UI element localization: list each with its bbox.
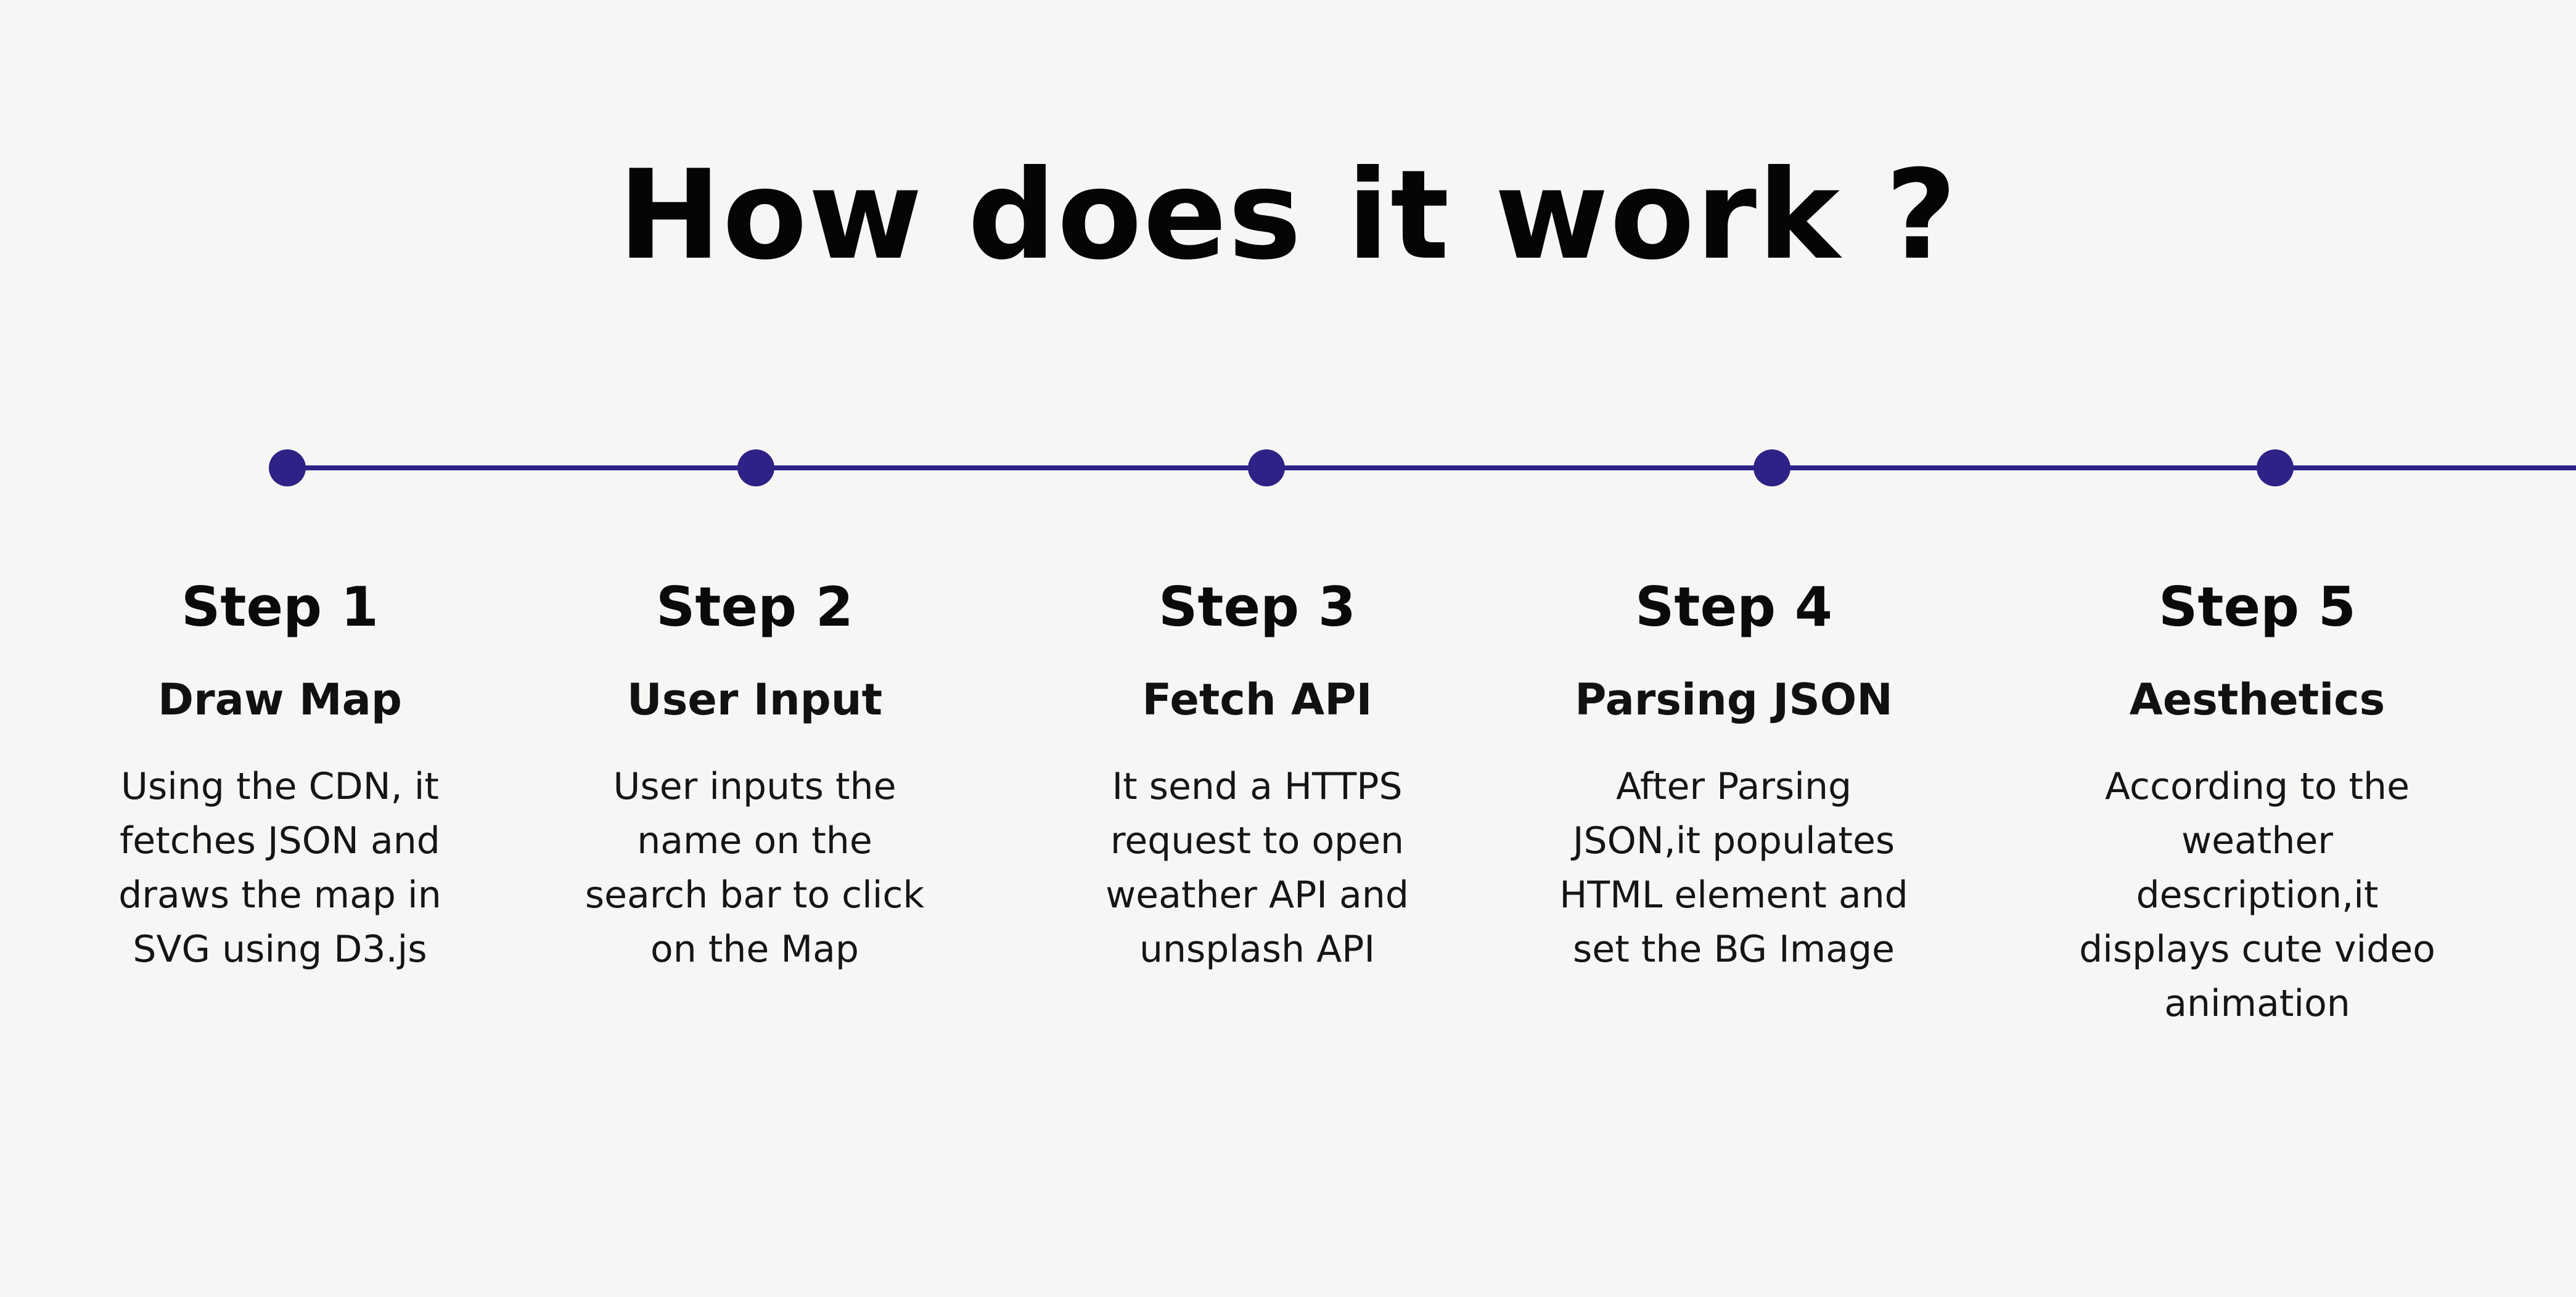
- step-number: Step 1: [181, 575, 379, 639]
- step-description: User inputs the name on the search bar t…: [585, 765, 925, 971]
- timeline-dot-step-3: [1248, 449, 1285, 486]
- timeline-dot-step-1: [269, 449, 306, 486]
- timeline-dot-step-2: [737, 449, 774, 486]
- step-description: Using the CDN, it fetches JSON and draws…: [118, 765, 441, 971]
- timeline-dot-step-4: [1754, 449, 1790, 486]
- step-number: Step 3: [1159, 575, 1356, 639]
- step-1: Step 1 Draw Map Using the CDN, it fetche…: [76, 573, 483, 976]
- step-title: User Input: [626, 674, 883, 725]
- step-2: Step 2 User Input User inputs the name o…: [551, 573, 958, 976]
- page-title: How does it work ?: [618, 144, 1958, 287]
- step-title: Fetch API: [1142, 674, 1372, 725]
- step-3: Step 3 Fetch API It send a HTTPS request…: [1054, 573, 1461, 976]
- step-description: It send a HTTPS request to open weather …: [1105, 765, 1409, 971]
- step-number: Step 5: [2159, 575, 2356, 639]
- step-description: After Parsing JSON,it populates HTML ele…: [1559, 765, 1908, 971]
- step-description: According to the weather description,it …: [2079, 765, 2435, 1025]
- step-title: Parsing JSON: [1575, 674, 1893, 725]
- step-5: Step 5 Aesthetics According to the weath…: [2054, 573, 2461, 1031]
- timeline-line: [287, 465, 2576, 470]
- step-number: Step 2: [656, 575, 853, 639]
- step-4: Step 4 Parsing JSON After Parsing JSON,i…: [1530, 573, 1937, 976]
- step-title: Draw Map: [158, 674, 402, 725]
- timeline-dot-step-5: [2257, 449, 2294, 486]
- step-number: Step 4: [1635, 575, 1832, 639]
- step-title: Aesthetics: [2129, 674, 2385, 725]
